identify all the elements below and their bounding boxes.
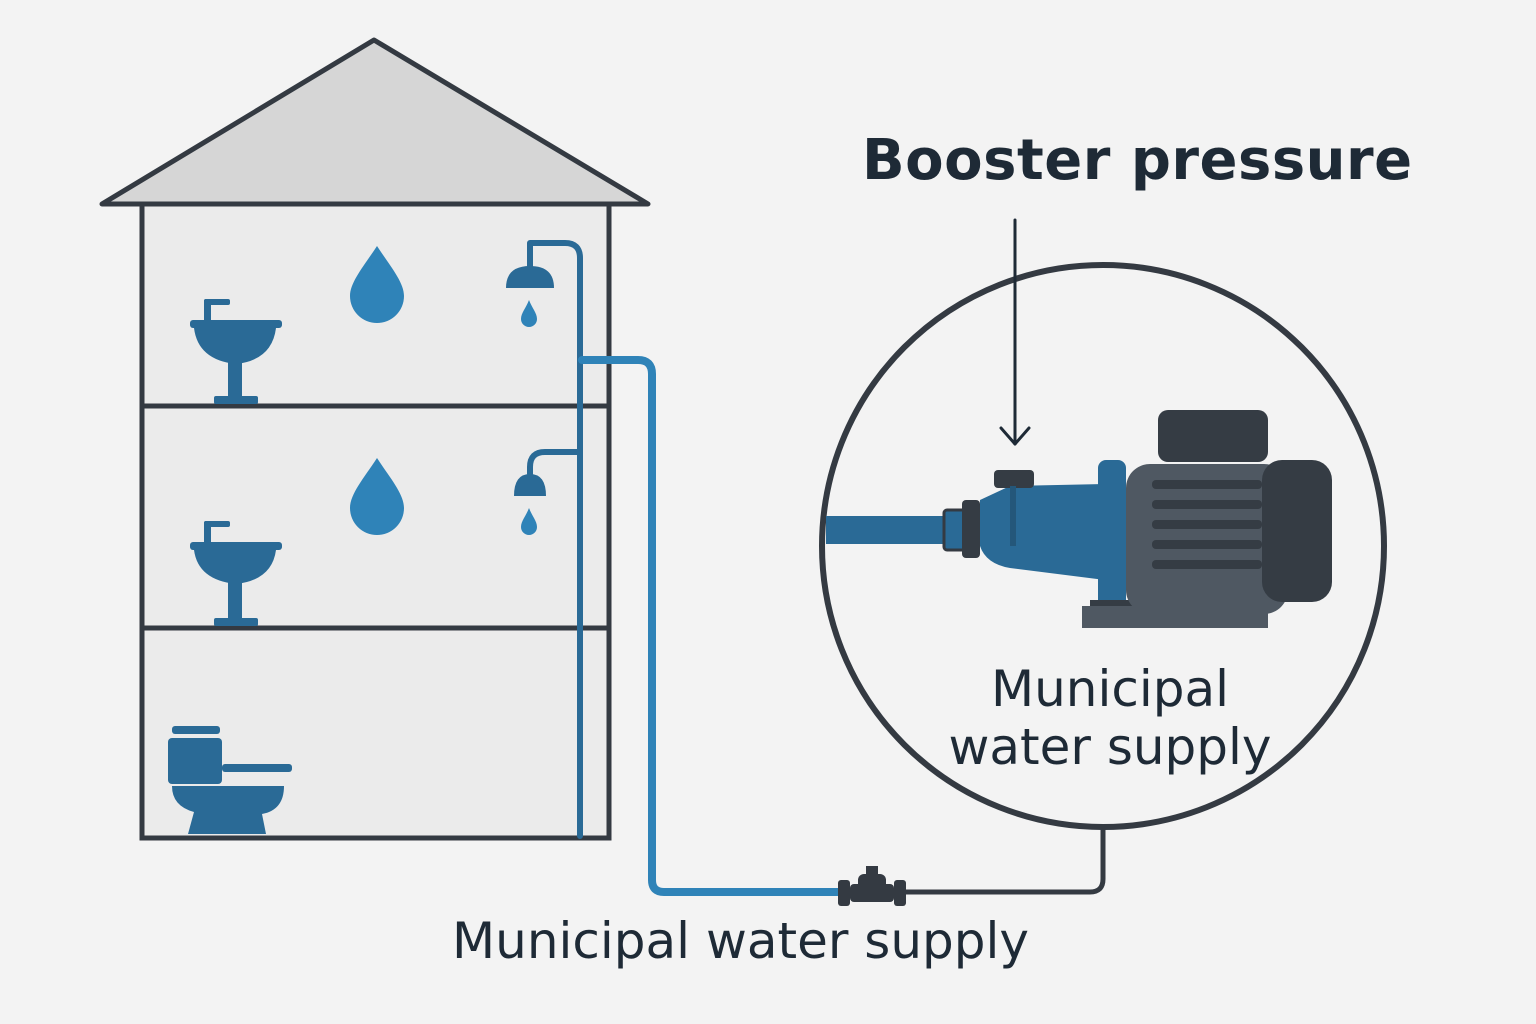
pump-inset [819,262,1387,830]
toilet-icon [168,726,292,834]
water-drop-icon [350,458,404,535]
booster-pressure-label: Booster pressure [862,128,1413,193]
water-drop-icon [350,246,404,323]
shower-icon [514,474,546,535]
valve-icon [838,866,906,906]
inset-label-line1: Municipal [990,660,1230,718]
sink-icon [190,299,282,404]
inset-label: Municipal water supply [930,660,1290,776]
municipal-supply-label: Municipal water supply [452,912,1030,970]
house [99,37,651,841]
arrow-down-icon [999,218,1031,446]
house-roof [99,37,651,207]
riser-pipe [527,240,583,839]
sink-icon [190,521,282,626]
inset-label-line2: water supply [948,718,1272,776]
shower-icon [506,266,554,327]
supply-pipe [578,356,1106,896]
